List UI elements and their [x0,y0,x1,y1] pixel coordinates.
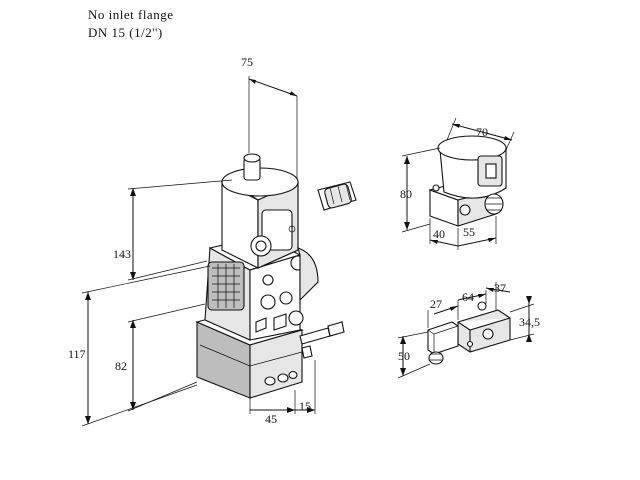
dim-main-lower-height: 82 [115,359,127,373]
bottomright-dimension-lines [397,282,535,379]
dim-bottomright-b: 64 [462,290,474,304]
main-coil-body [220,153,319,302]
main-valve-assembly [195,153,357,399]
dim-bottomright-a: 27 [430,297,442,311]
dim-main-total-height: 117 [68,347,86,361]
dim-topright-width: 70 [476,125,488,139]
bottomright-valve [427,301,511,365]
dim-topright-depth-b: 55 [463,225,475,239]
dim-main-base-depth: 45 [265,412,277,426]
dim-bottomright-d: 34,5 [519,315,540,329]
topright-valve [428,135,507,227]
dim-bottomright-height: 50 [398,349,410,363]
main-dimension-lines [81,76,316,427]
dim-main-width: 75 [241,55,253,69]
topright-dimension-lines [401,117,515,250]
dim-topright-height: 80 [400,187,412,201]
dim-main-upper-height: 143 [113,247,131,261]
dim-bottomright-c: 37 [494,281,506,295]
dim-main-base-offset: 15 [299,399,311,413]
note-dn-size: DN 15 (1/2'') [88,25,163,40]
main-side-connector [299,181,357,359]
dim-topright-depth-a: 40 [433,227,445,241]
note-no-inlet-flange: No inlet flange [88,7,174,22]
